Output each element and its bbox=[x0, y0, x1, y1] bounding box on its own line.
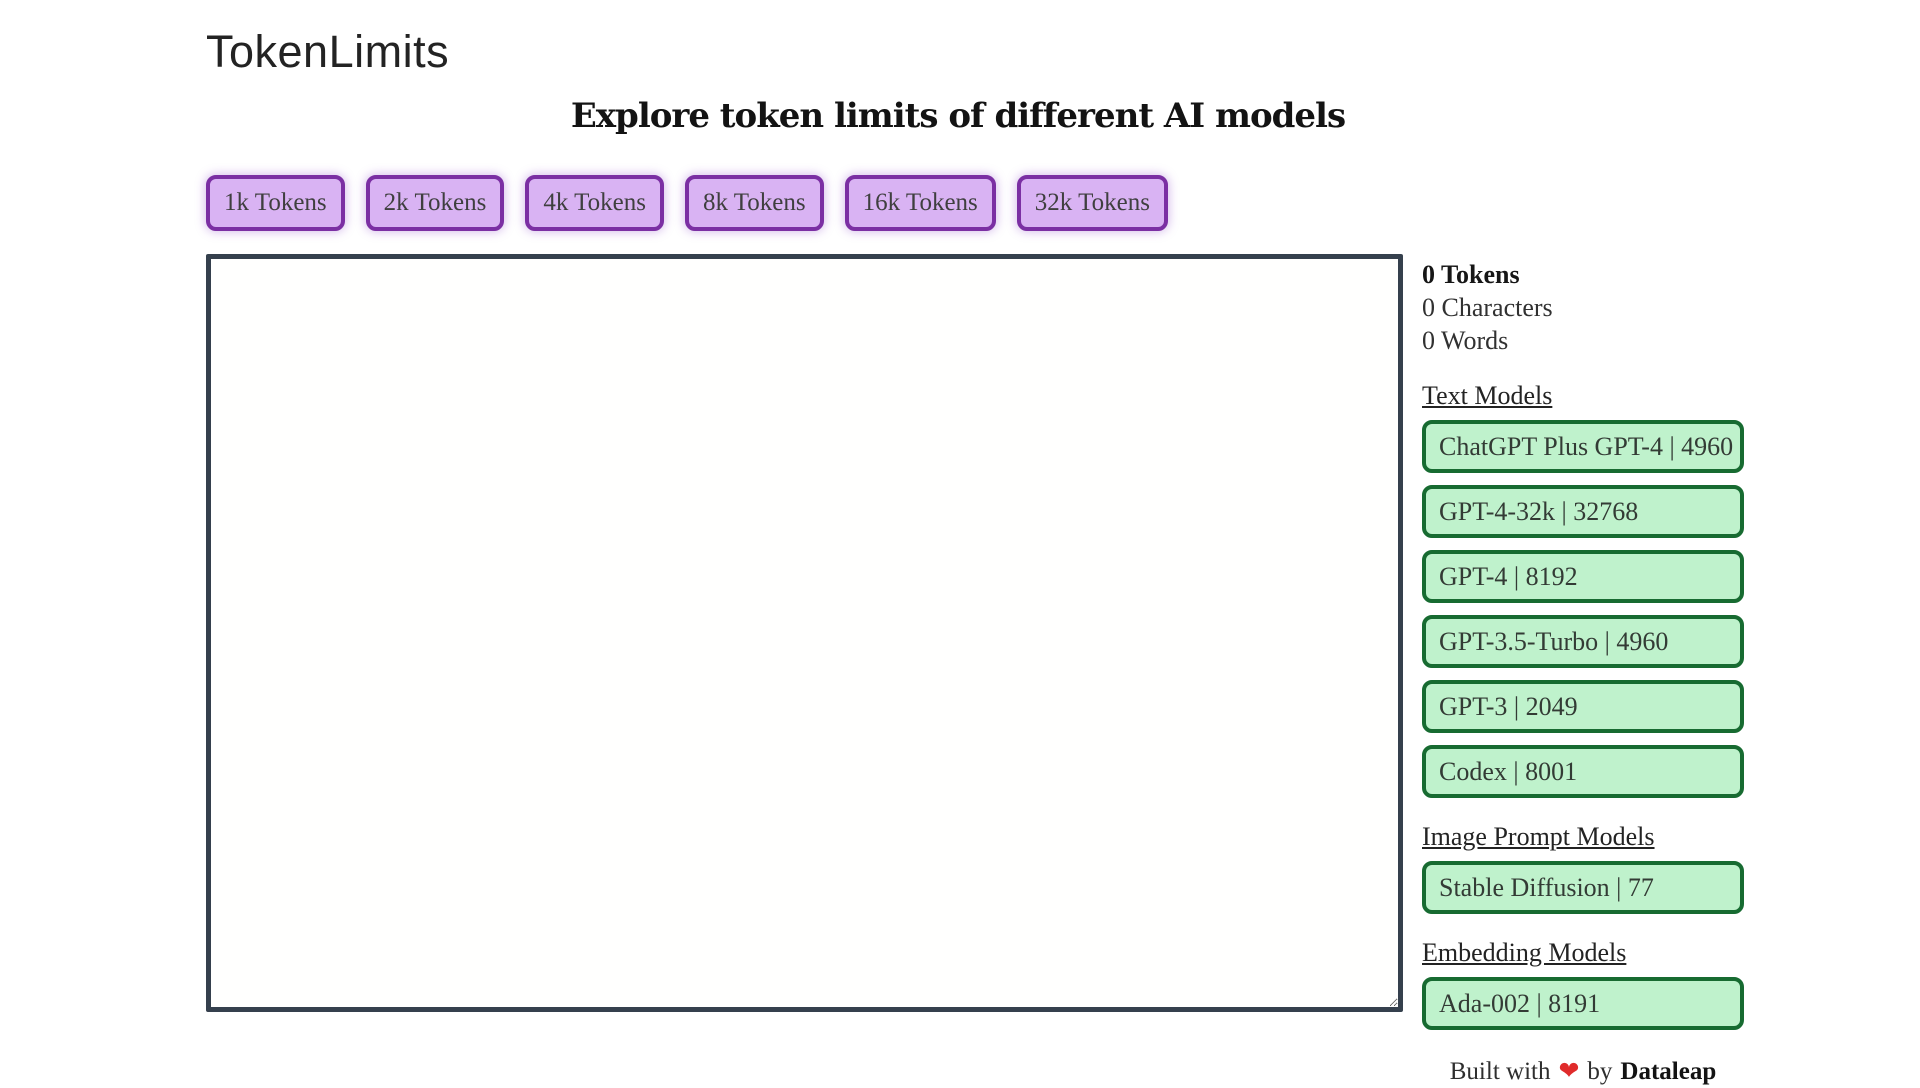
token-button-4k[interactable]: 4k Tokens bbox=[525, 175, 664, 231]
stats-panel: 0 Tokens 0 Characters 0 Words bbox=[1422, 258, 1744, 357]
main-row: 0 Tokens 0 Characters 0 Words Text Model… bbox=[206, 254, 1751, 1088]
footer-brand-link[interactable]: Dataleap bbox=[1620, 1058, 1717, 1085]
character-count: 0 Characters bbox=[1422, 293, 1553, 322]
model-badge-stable-diffusion: Stable Diffusion | 77 bbox=[1422, 861, 1744, 914]
section-title-image-prompt-models: Image Prompt Models bbox=[1422, 822, 1655, 851]
sidebar: 0 Tokens 0 Characters 0 Words Text Model… bbox=[1422, 254, 1744, 1088]
model-badge-codex: Codex | 8001 bbox=[1422, 745, 1744, 798]
footer-text-prefix: Built with bbox=[1449, 1058, 1551, 1085]
model-badge-chatgpt-plus-gpt-4: ChatGPT Plus GPT-4 | 4960 bbox=[1422, 420, 1744, 473]
section-text-models: Text Models ChatGPT Plus GPT-4 | 4960 GP… bbox=[1422, 379, 1744, 798]
token-button-2k[interactable]: 2k Tokens bbox=[365, 175, 505, 231]
model-badge-gpt-4-32k: GPT-4-32k | 32768 bbox=[1422, 485, 1744, 538]
token-button-1k[interactable]: 1k Tokens bbox=[206, 175, 345, 231]
section-title-embedding-models: Embedding Models bbox=[1422, 938, 1627, 967]
word-count: 0 Words bbox=[1422, 326, 1509, 355]
token-count: 0 Tokens bbox=[1422, 260, 1520, 289]
token-button-16k[interactable]: 16k Tokens bbox=[844, 175, 996, 231]
section-image-prompt-models: Image Prompt Models Stable Diffusion | 7… bbox=[1422, 820, 1744, 914]
section-embedding-models: Embedding Models Ada-002 | 8191 bbox=[1422, 936, 1744, 1030]
page-content: TokenLimits Explore token limits of diff… bbox=[206, 0, 1751, 1088]
model-badge-ada-002: Ada-002 | 8191 bbox=[1422, 977, 1744, 1030]
model-badge-gpt-4: GPT-4 | 8192 bbox=[1422, 550, 1744, 603]
app-logo: TokenLimits bbox=[206, 26, 450, 77]
text-input-area[interactable] bbox=[206, 254, 1403, 1012]
section-title-text-models: Text Models bbox=[1422, 381, 1553, 410]
footer-credit: Built with ❤ by Dataleap bbox=[1422, 1054, 1744, 1088]
model-badge-gpt-3: GPT-3 | 2049 bbox=[1422, 680, 1744, 733]
token-button-8k[interactable]: 8k Tokens bbox=[684, 175, 824, 231]
token-button-32k[interactable]: 32k Tokens bbox=[1016, 175, 1168, 231]
footer-text-connector: by bbox=[1587, 1058, 1613, 1085]
page-title: Explore token limits of different AI mod… bbox=[570, 96, 1346, 136]
token-preset-button-row: 1k Tokens 2k Tokens 4k Tokens 8k Tokens … bbox=[206, 175, 1751, 231]
model-badge-gpt-3-5-turbo: GPT-3.5-Turbo | 4960 bbox=[1422, 615, 1744, 668]
heart-icon: ❤ bbox=[1558, 1056, 1580, 1085]
